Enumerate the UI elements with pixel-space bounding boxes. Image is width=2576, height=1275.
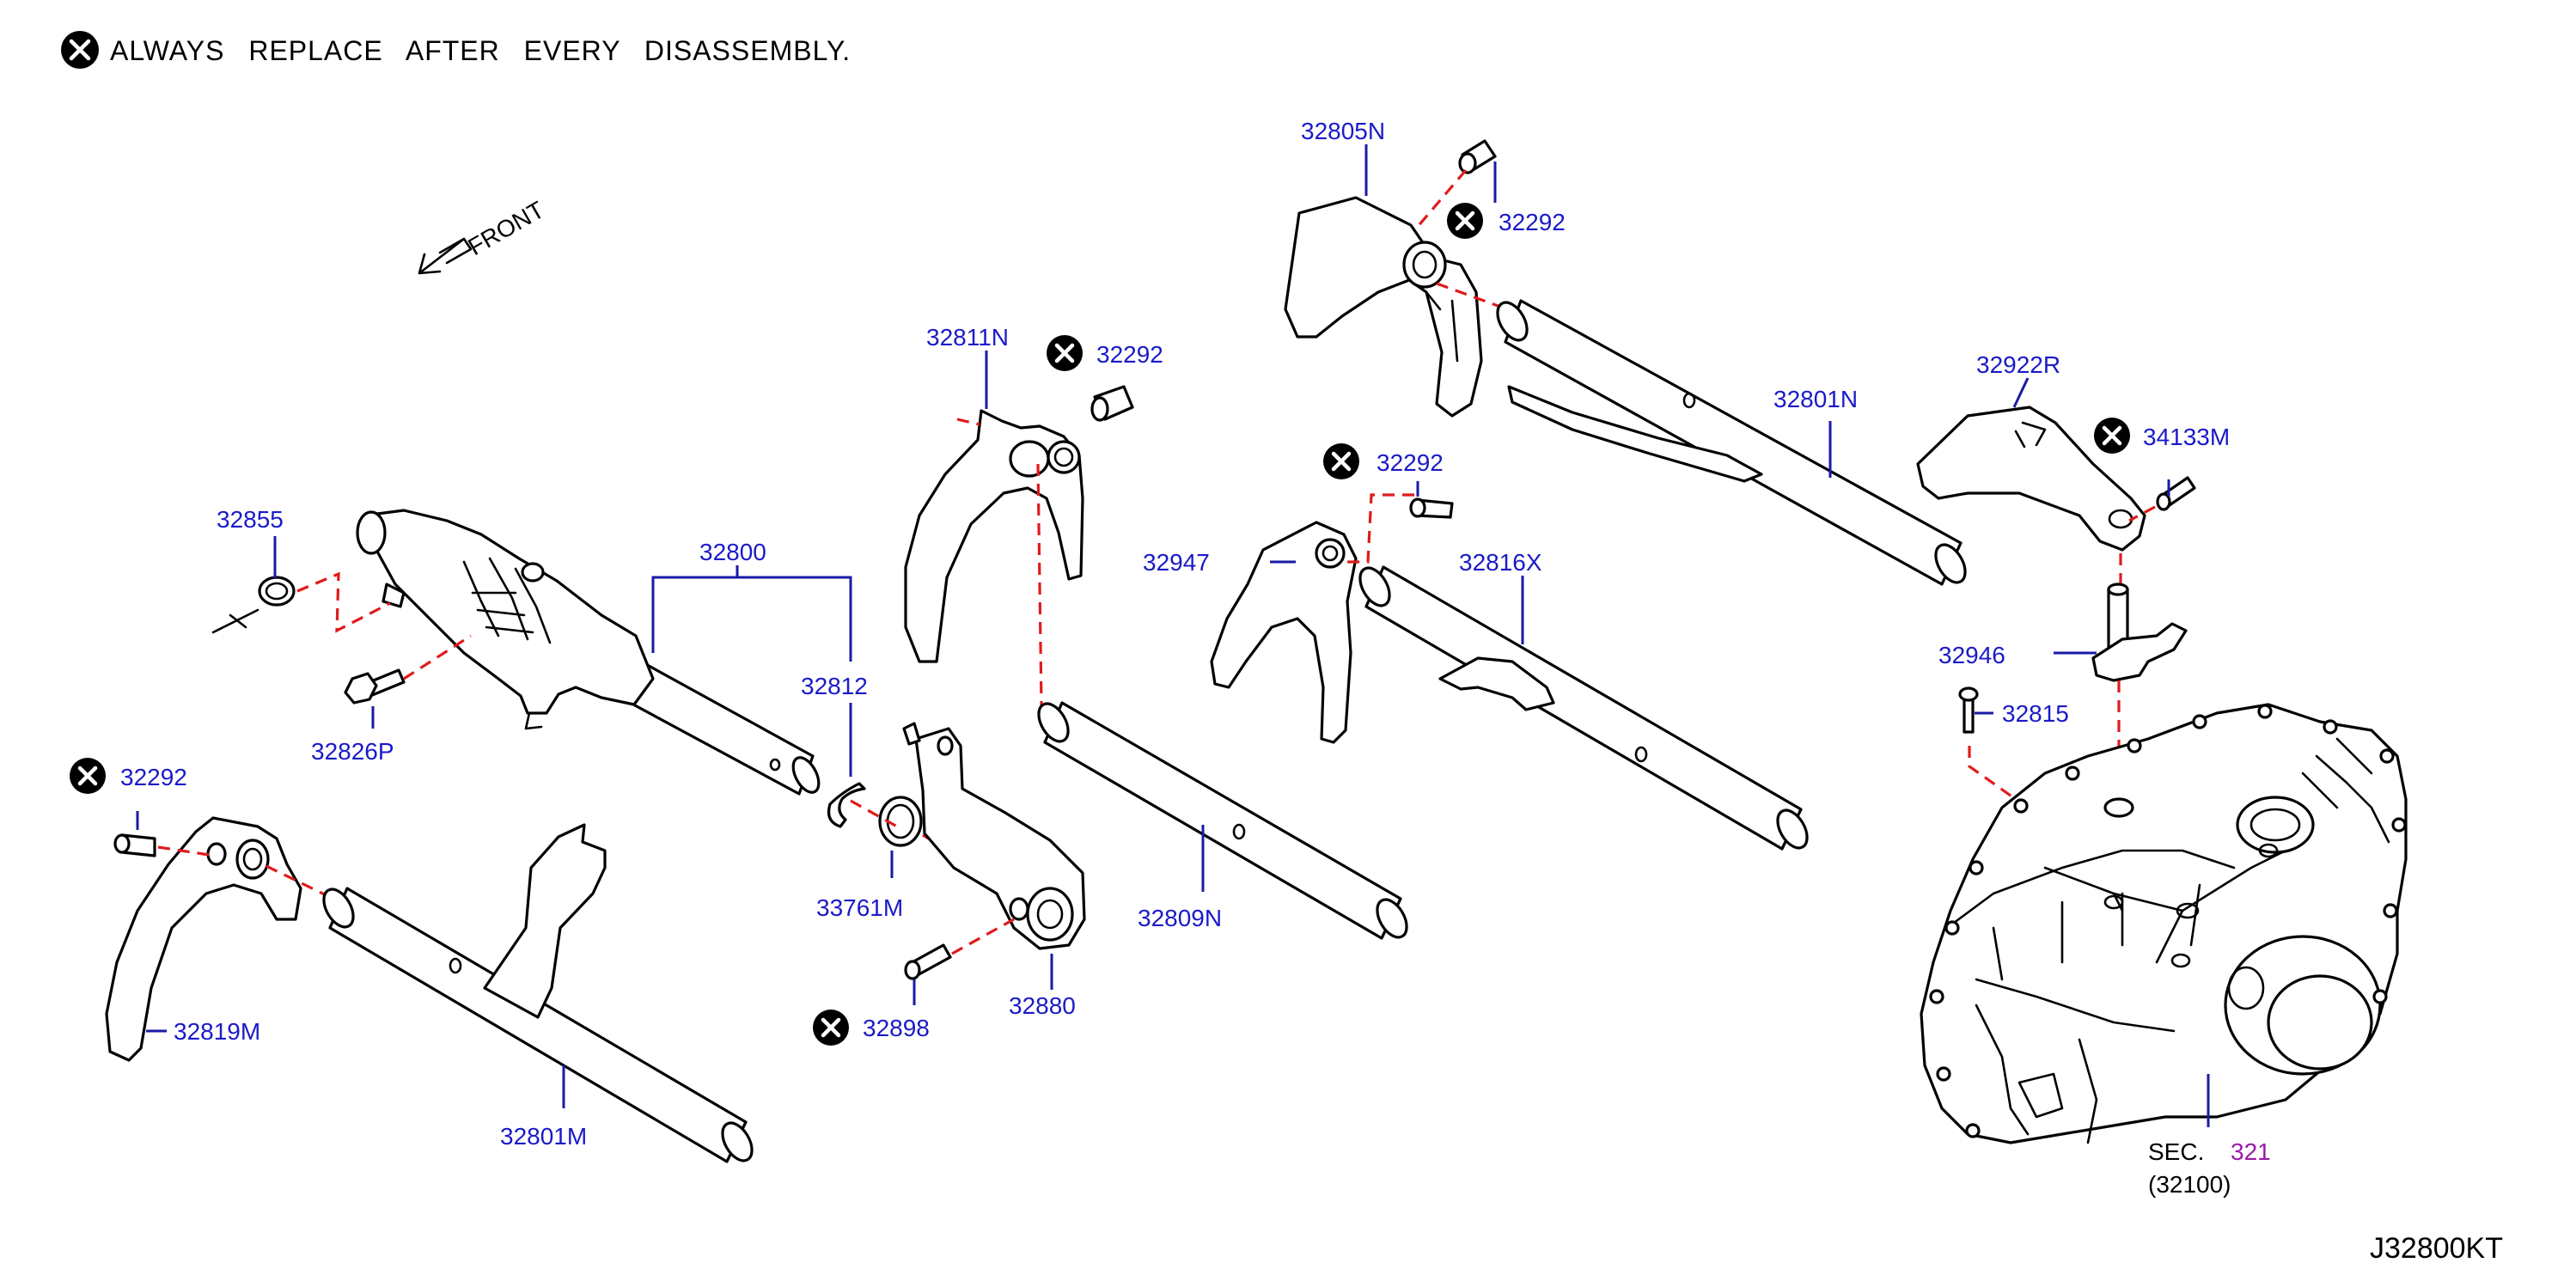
label-32292-c: 32292 [1377,449,1444,476]
label-32816x: 32816X [1459,549,1542,576]
case-flange-bolts [1929,704,2407,1138]
bolt-32815 [1958,686,1979,734]
label-33761m: 33761M [816,894,903,921]
label-32812: 32812 [801,673,868,699]
clip-32855 [211,576,296,634]
section-prefix: SEC. [2148,1138,2204,1165]
label-32855: 32855 [217,506,284,533]
shift-fork-32947 [1210,521,1358,744]
label-32880: 32880 [1009,992,1076,1019]
replace-symbol-icon [61,31,99,69]
pin-34133m [2156,476,2196,511]
bolt-32826p [344,668,406,705]
spring-pin-32292-b [1090,385,1134,422]
shift-fork-32811n [904,409,1084,663]
label-32292-b: 32292 [1096,341,1163,368]
fork-rod-32816x [1358,565,1809,851]
label-32292-a: 32292 [1499,209,1566,235]
replace-note: ALWAYS REPLACE AFTER EVERY DISASSEMBLY. [110,35,851,66]
label-32809n: 32809N [1138,905,1222,931]
replace-symbol-icon-32292-b [1047,335,1083,371]
label-32946: 32946 [1938,642,2005,668]
fork-rod-32801m [322,823,754,1163]
replace-symbol-icon-34133m [2094,418,2130,454]
label-32947: 32947 [1143,549,1210,576]
fork-rod-32801n [1496,299,1967,586]
shift-fork-32819m [105,816,302,1062]
spring-pin-32292-a [1458,139,1497,174]
label-32815: 32815 [2002,700,2069,727]
lever-32946 [2091,583,2188,682]
shift-shaft-32800 [356,509,821,796]
section-number: 321 [2231,1138,2271,1165]
label-32801n: 32801N [1773,386,1858,412]
transmission-case [1920,703,2408,1144]
replace-symbol-icon-32292-a [1447,203,1483,239]
front-label: FRONT [464,196,549,260]
label-32826p: 32826P [311,738,394,765]
spring-pin-32292-d [113,833,156,857]
label-34133m: 34133M [2143,424,2230,450]
diagram-code: J32800KT [2370,1232,2503,1265]
shift-fork-32805n [1284,196,1483,418]
leader-lines [136,144,2210,1127]
label-32805n: 32805N [1301,118,1385,144]
label-32898: 32898 [863,1015,930,1041]
spring-pin-32292-c [1409,497,1454,519]
label-32292-d: 32292 [120,764,187,790]
fork-rod-32809n [1037,701,1408,940]
label-32801m: 32801M [500,1123,587,1150]
snap-ring-32812 [827,782,866,828]
label-32819m: 32819M [174,1018,260,1045]
pin-32898 [904,943,952,980]
lever-32880 [902,722,1086,950]
front-arrow-icon [418,237,473,275]
label-32800: 32800 [699,539,766,565]
label-32811n: 32811N [926,324,1009,351]
replace-symbol-icon-32898 [813,1010,849,1046]
replace-symbol-icon-32292-c [1323,443,1359,479]
section-subnumber: (32100) [2148,1171,2231,1198]
label-32922r: 32922R [1976,351,2060,378]
bracket-32922r [1916,406,2146,552]
replace-symbol-icon-32292-d [70,758,106,794]
